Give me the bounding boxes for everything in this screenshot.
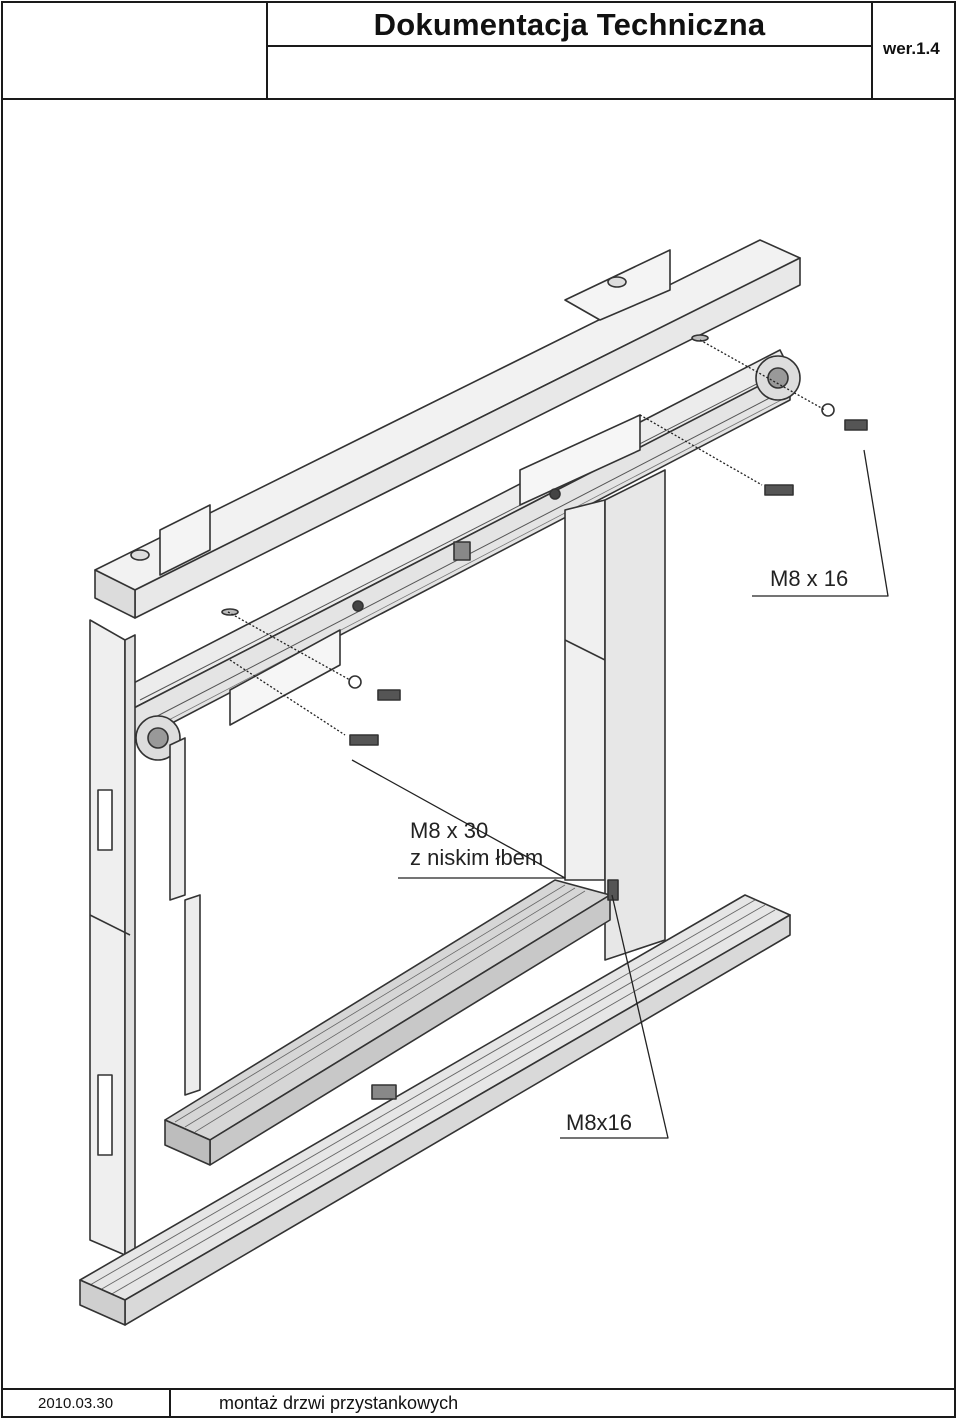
right-post xyxy=(564,469,666,961)
title-block: Dokumentacja Techniczna wer.1.4 xyxy=(3,3,954,100)
title-cell: Dokumentacja Techniczna xyxy=(268,3,871,47)
date-cell: 2010.03.30 xyxy=(3,1390,171,1416)
top-beam xyxy=(94,239,801,761)
left-post xyxy=(89,619,201,1256)
callout-m8x16-top: M8 x 16 xyxy=(770,566,849,591)
callout-low-head: z niskim łbem xyxy=(410,845,544,870)
footer-title: montaż drzwi przystankowych xyxy=(219,1393,459,1413)
threshold-tread xyxy=(164,879,611,1166)
bolts xyxy=(348,403,868,901)
callout-m8x16-bottom: M8x16 xyxy=(566,1110,633,1135)
logo-cell xyxy=(3,3,268,98)
bottom-rail xyxy=(79,894,791,1326)
version-cell: wer.1.4 xyxy=(871,3,956,98)
footer-block: 2010.03.30 montaż drzwi przystankowych xyxy=(3,1388,954,1416)
document-title: Dokumentacja Techniczna xyxy=(373,7,766,42)
version-label: wer.1.4 xyxy=(883,39,940,58)
callout-m8x30: M8 x 30 xyxy=(410,818,489,843)
document-date: 2010.03.30 xyxy=(38,1395,114,1412)
leader-lines xyxy=(227,339,889,1139)
